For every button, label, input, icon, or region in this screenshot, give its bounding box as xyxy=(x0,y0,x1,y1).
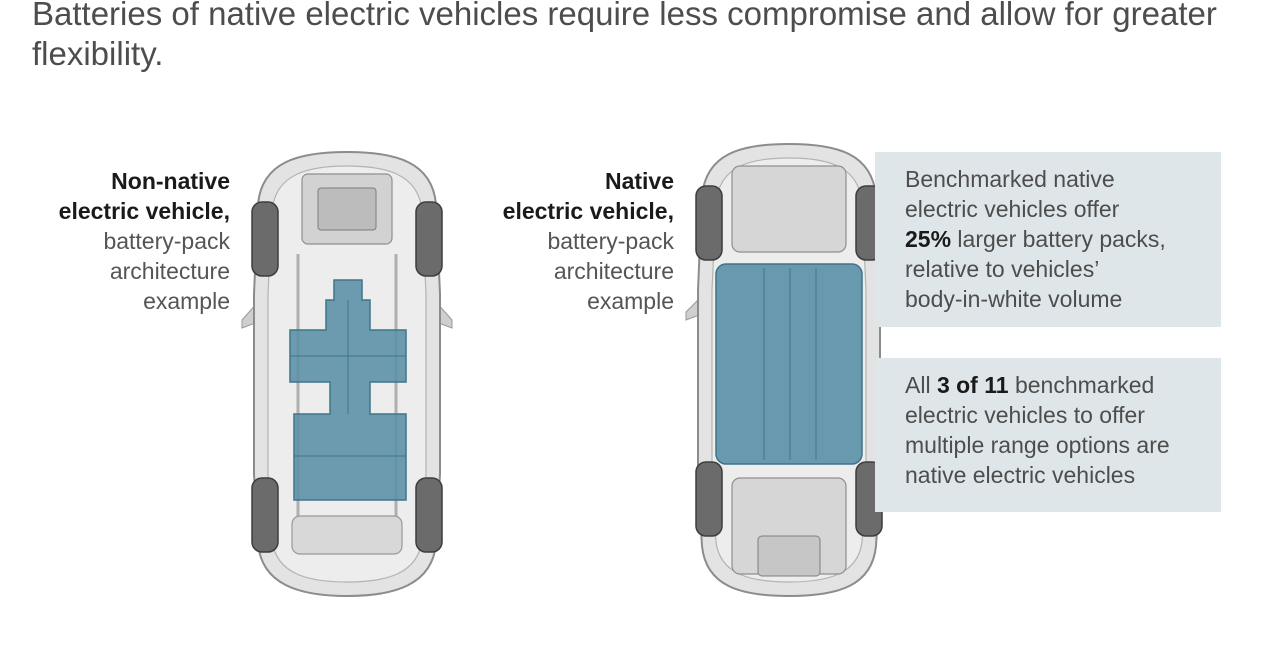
native-label-light-1: battery-pack xyxy=(547,228,674,254)
native-front-motor-bay xyxy=(731,165,847,253)
native-rear-subframe xyxy=(757,535,821,577)
native-label: Native electric vehicle, battery-pack ar… xyxy=(454,166,674,316)
callout-2-line-4: native electric vehicles xyxy=(905,462,1136,488)
callout-range-options: All 3 of 11 benchmarked electric vehicle… xyxy=(875,358,1221,512)
native-label-bold-2: electric vehicle, xyxy=(502,198,674,224)
nonnative-wheel-front-right xyxy=(415,201,443,277)
nonnative-label-bold-1: Non-native xyxy=(111,168,230,194)
callout-1-line-5: body-in-white volume xyxy=(905,286,1123,312)
nonnative-label-bold-2: electric vehicle, xyxy=(58,198,230,224)
native-label-bold-1: Native xyxy=(604,168,674,194)
callout-2-line-1: All 3 of 11 benchmarked xyxy=(905,370,1203,400)
native-wheel-rear-left xyxy=(695,461,723,537)
callout-1-line-3: 25% larger battery packs, xyxy=(905,224,1203,254)
callout-1-line-2: electric vehicles offer xyxy=(905,196,1120,222)
callout-2-line-1-rest: benchmarked xyxy=(1008,372,1155,398)
native-wheel-front-left xyxy=(695,185,723,261)
native-label-light-3: example xyxy=(587,288,674,314)
callout-2-prefix: All xyxy=(905,372,937,398)
nonnative-label-light-2: architecture xyxy=(109,258,230,284)
nonnative-label-light-1: battery-pack xyxy=(103,228,230,254)
callout-1-highlight: 25% xyxy=(905,226,952,252)
callout-2-line-3: multiple range options are xyxy=(905,432,1170,458)
nonnative-wheel-rear-right xyxy=(415,477,443,553)
callout-2-highlight: 3 of 11 xyxy=(936,372,1009,398)
native-label-light-2: architecture xyxy=(553,258,674,284)
callout-1-line-3-rest: larger battery packs, xyxy=(951,226,1166,252)
page-title: Batteries of native electric vehicles re… xyxy=(32,0,1217,72)
nonnative-engine-block xyxy=(317,187,377,231)
native-battery-pack xyxy=(715,263,863,465)
callout-1-line-1: Benchmarked native xyxy=(905,166,1115,192)
callout-2-line-2: electric vehicles to offer xyxy=(905,402,1145,428)
nonnative-rear-suspension xyxy=(291,515,403,555)
native-car-diagram xyxy=(685,142,883,598)
nonnative-wheel-front-left xyxy=(251,201,279,277)
callout-battery-size: Benchmarked native electric vehicles off… xyxy=(875,152,1221,327)
nonnative-car-diagram xyxy=(241,150,453,598)
callout-1-line-4: relative to vehicles’ xyxy=(905,256,1100,282)
nonnative-label-light-3: example xyxy=(143,288,230,314)
nonnative-wheel-rear-left xyxy=(251,477,279,553)
nonnative-label: Non-native electric vehicle, battery-pac… xyxy=(0,166,230,316)
